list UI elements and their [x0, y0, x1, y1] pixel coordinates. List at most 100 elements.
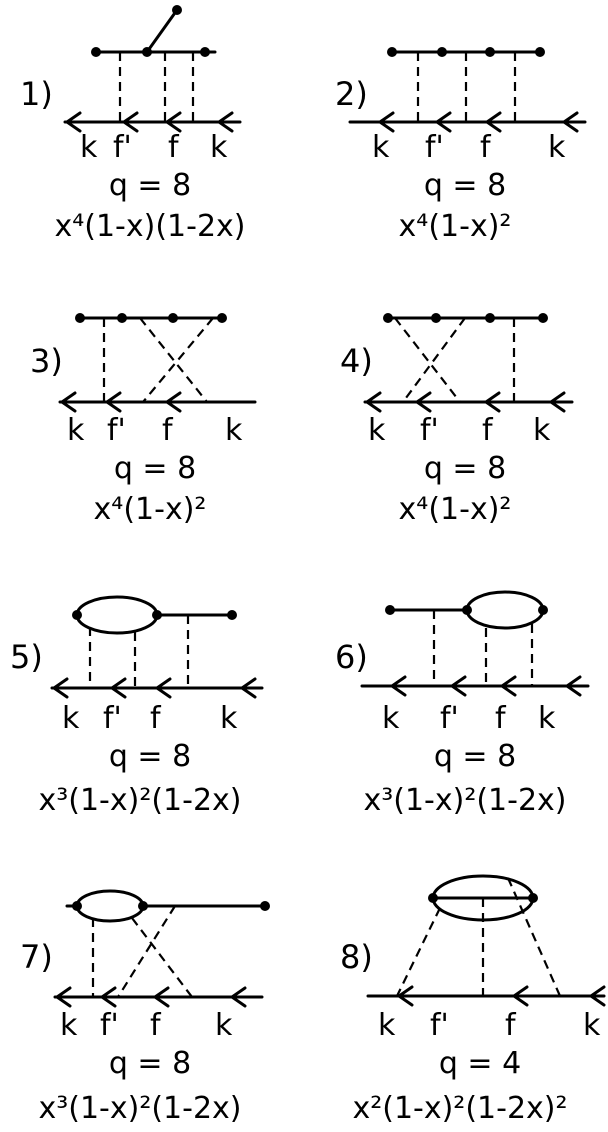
momentum-label: f' — [425, 130, 444, 165]
arrow-left-icon — [99, 986, 117, 1008]
momentum-label: k — [583, 1008, 601, 1043]
diagram-7: 7) k f' f k q = 8 x³(1-x)²(1-2x) — [20, 889, 270, 1126]
arrow-left-icon — [449, 675, 467, 697]
diagram-4: 4) k f' f k q = 8 x⁴(1-x)² — [340, 313, 574, 527]
vertex-dot — [538, 605, 548, 615]
momentum-label: f' — [100, 1008, 119, 1043]
vertex-dot — [138, 901, 148, 911]
dashed-line — [142, 317, 214, 403]
dashed-line — [396, 907, 441, 997]
arrow-left-icon — [511, 985, 529, 1007]
vertex-dot — [217, 313, 227, 323]
momentum-label: f' — [420, 413, 439, 448]
vertex-dot — [431, 313, 441, 323]
arrow-left-icon — [54, 986, 72, 1008]
weight-formula: x³(1-x)²(1-2x) — [38, 1091, 241, 1126]
vertex-dot — [383, 313, 393, 323]
momentum-label: f — [168, 130, 180, 165]
diagram-number: 8) — [340, 938, 373, 976]
vertex-dot — [538, 313, 548, 323]
momentum-label: k — [548, 130, 566, 165]
momentum-label: k — [368, 413, 386, 448]
vertex-dot — [172, 5, 182, 15]
momentum-label: k — [220, 701, 238, 736]
q-value: q = 8 — [109, 168, 191, 203]
weight-formula: x⁴(1-x)² — [399, 492, 512, 527]
dashed-line — [117, 905, 176, 998]
arrow-left-icon — [109, 677, 127, 699]
arrow-left-icon — [564, 675, 582, 697]
dashed-line — [506, 877, 562, 997]
arrow-left-icon — [59, 391, 77, 413]
vertex-dot — [227, 610, 237, 620]
weight-formula: x⁴(1-x)(1-2x) — [54, 209, 245, 244]
momentum-label: f — [480, 130, 492, 165]
momentum-label: f — [150, 1008, 162, 1043]
dashed-line — [402, 317, 466, 403]
arrow-left-icon — [239, 677, 257, 699]
arrow-left-icon — [164, 111, 182, 133]
q-value: q = 4 — [439, 1046, 521, 1081]
momentum-label: k — [67, 413, 85, 448]
vertex-dot — [462, 605, 472, 615]
diagram-number: 2) — [335, 75, 368, 113]
q-value: q = 8 — [109, 1046, 191, 1081]
momentum-label: f' — [430, 1008, 449, 1043]
diagram-5: 5) k f' f k q = 8 x³(1-x)²(1-2x) — [10, 595, 264, 818]
q-value: q = 8 — [424, 451, 506, 486]
arrow-left-icon — [152, 986, 170, 1008]
arrow-left-icon — [484, 111, 502, 133]
weight-formula: x⁴(1-x)² — [399, 209, 512, 244]
vertex-dot — [75, 313, 85, 323]
loop-bubble — [465, 590, 545, 630]
momentum-label: f — [162, 413, 174, 448]
q-value: q = 8 — [434, 739, 516, 774]
arrow-left-icon — [396, 985, 414, 1007]
diagram-number: 4) — [340, 342, 373, 380]
momentum-label: k — [80, 130, 98, 165]
diagram-6: 6) k f' f k q = 8 x³(1-x)²(1-2x) — [335, 590, 590, 818]
arrow-left-icon — [561, 111, 579, 133]
vertex-dot — [485, 47, 495, 57]
vertex-dot — [535, 47, 545, 57]
momentum-label: k — [382, 701, 400, 736]
vertex-dot — [528, 893, 538, 903]
diagram-number: 6) — [335, 638, 368, 676]
momentum-label: k — [378, 1008, 396, 1043]
momentum-label: f' — [107, 413, 126, 448]
arrow-left-icon — [377, 111, 395, 133]
vertex-dot — [72, 901, 82, 911]
external-leg — [145, 8, 179, 54]
q-value: q = 8 — [114, 451, 196, 486]
dashed-line — [131, 917, 193, 998]
vertex-dot — [437, 47, 447, 57]
momentum-label: k — [62, 701, 80, 736]
arrow-left-icon — [64, 111, 82, 133]
momentum-label: f — [150, 701, 162, 736]
arrow-left-icon — [588, 985, 606, 1007]
diagram-number: 7) — [20, 938, 53, 976]
diagram-8: 8) k f' f k q = 4 x²(1-x)²(1-2x)² — [340, 874, 606, 1126]
vertex-dot — [152, 610, 162, 620]
arrow-left-icon — [364, 391, 382, 413]
momentum-label: k — [372, 130, 390, 165]
arrow-left-icon — [434, 111, 452, 133]
q-value: q = 8 — [424, 168, 506, 203]
arrow-left-icon — [229, 986, 247, 1008]
loop-bubble — [75, 889, 145, 923]
diagram-number: 3) — [30, 342, 63, 380]
momentum-label: k — [60, 1008, 78, 1043]
weight-formula: x³(1-x)²(1-2x) — [363, 783, 566, 818]
vertex-dot — [91, 47, 101, 57]
momentum-label: f — [482, 413, 494, 448]
arrow-left-icon — [164, 391, 182, 413]
diagram-2: 2) k f' f k q = 8 x⁴(1-x)² — [335, 47, 587, 244]
arrow-left-icon — [548, 391, 566, 413]
diagram-3: 3) k f' f k q = 8 x⁴(1-x)² — [30, 313, 257, 527]
vertex-dot — [142, 47, 152, 57]
momentum-label: f — [495, 701, 507, 736]
weight-formula: x²(1-x)²(1-2x)² — [352, 1091, 567, 1126]
weight-formula: x⁴(1-x)² — [94, 492, 207, 527]
weight-formula: x³(1-x)²(1-2x) — [38, 783, 241, 818]
